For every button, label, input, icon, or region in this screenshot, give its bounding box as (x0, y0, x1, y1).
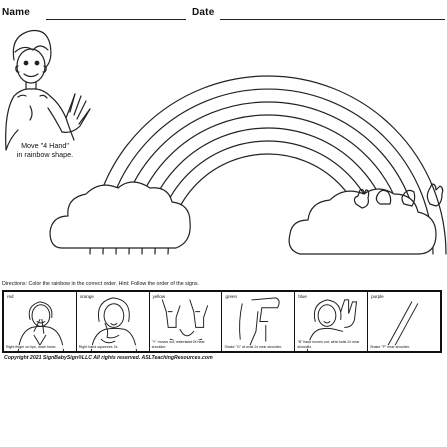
sign-cell-blue: blue "B" hand moves out, wrist twist 2x … (295, 292, 369, 351)
sign-color-label: orange (79, 294, 94, 299)
sign-description: "B" hand moves out, wrist twist 2x near … (297, 340, 366, 349)
rainbow-coloring-art[interactable] (0, 22, 447, 260)
sign-color-label: purple (371, 294, 384, 299)
sign-cell-red: red Right finger on lips, down twice. (4, 292, 77, 351)
sign-color-label: blue (298, 294, 307, 299)
purple-sign-illustration (387, 301, 419, 348)
left-cloud (49, 181, 191, 249)
rainbow-sign-hands (353, 183, 444, 209)
sign-description: "Y" moves out, wrist twist 2x near shoul… (151, 340, 220, 349)
copyright-notice: Copyright 2021 SignBabySign®LLC All righ… (4, 355, 213, 361)
orange-sign-illustration (90, 297, 137, 351)
header: Name Date (0, 0, 447, 22)
sign-color-label: yellow (152, 294, 166, 299)
sign-color-label: red (7, 294, 14, 299)
date-write-line[interactable] (220, 19, 445, 20)
name-label: Name (2, 7, 31, 18)
green-sign-illustration (239, 297, 281, 346)
sign-color-label: green (225, 294, 237, 299)
sign-description: Right finger on lips, down twice. (6, 344, 74, 349)
sign-instruction-caption: Move "4 Hand" in rainbow shape. (2, 141, 88, 159)
sign-cell-green: green Shake "G" at wrist 2x near shoulde… (222, 292, 296, 351)
name-write-line[interactable] (46, 19, 186, 20)
sign-description: Right hand squeezes 2x. (78, 344, 147, 349)
child-signer-illustration (5, 29, 91, 151)
right-cloud (288, 188, 437, 255)
sign-description: Shake "P" near shoulder. (370, 344, 438, 349)
sign-cell-yellow: yellow "Y" moves out, wrist twist 2x nea… (150, 292, 223, 351)
red-sign-illustration (17, 301, 65, 351)
color-signs-strip: red Right finger on lips, down twice. or… (2, 290, 442, 353)
directions-text: Directions: Color the rainbow in the cor… (2, 281, 199, 287)
sign-description: Shake "G" at wrist 2x near shoulder. (224, 344, 293, 349)
sign-cell-orange: orange Right hand squeezes 2x. (77, 292, 150, 351)
caption-line-2: in rainbow shape. (16, 150, 74, 159)
caption-line-1: Move "4 Hand" (21, 141, 69, 150)
date-label: Date (192, 7, 215, 18)
sign-cell-purple: purple Shake "P" near shoulder. (368, 292, 440, 351)
